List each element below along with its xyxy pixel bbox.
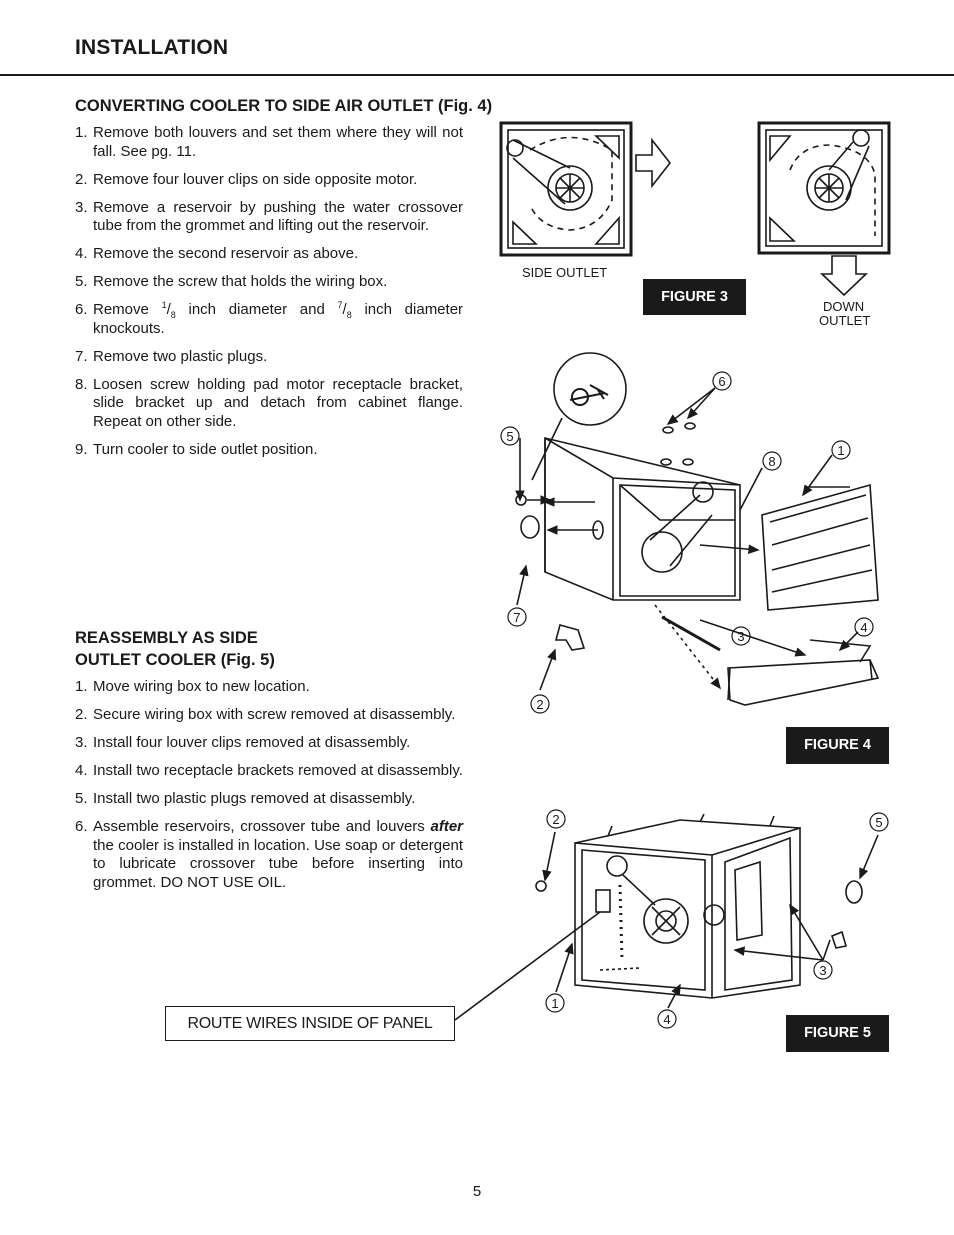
callout-2: 2 bbox=[552, 812, 559, 827]
step-text: Remove 1/8 inch diameter and 7/8 inch di… bbox=[93, 300, 464, 337]
side-outlet-label: SIDE OUTLET bbox=[522, 265, 607, 280]
step-number: 6. bbox=[75, 818, 88, 835]
callout-3: 3 bbox=[819, 963, 826, 978]
step-text: Secure wiring box with screw removed at … bbox=[93, 706, 456, 723]
step-number: 4. bbox=[75, 762, 88, 779]
step-number: 1. bbox=[75, 678, 88, 695]
step-number: 3. bbox=[75, 734, 88, 751]
list-item: 1. Move wiring box to new location. bbox=[75, 678, 463, 697]
emphasis-after: after bbox=[430, 818, 463, 835]
step-text: Install two plastic plugs removed at dis… bbox=[93, 790, 416, 807]
section2-steps: 1. Move wiring box to new location. 2. Sec… bbox=[75, 678, 463, 902]
step-number: 5. bbox=[75, 273, 88, 290]
step-number: 2. bbox=[75, 170, 88, 188]
step-text: Move wiring box to new location. bbox=[93, 678, 310, 695]
arrow-right-icon bbox=[635, 137, 672, 189]
callout-4: 4 bbox=[663, 1012, 670, 1027]
figure4-drawing bbox=[515, 352, 880, 706]
step-text-a: Assemble reservoirs, crossover tube and … bbox=[93, 818, 425, 835]
down-outlet-label-line1: DOWN bbox=[823, 299, 864, 314]
step-text: Remove both louvers and set them where t… bbox=[93, 124, 463, 160]
list-item: 4. Install two receptacle brackets remove… bbox=[75, 762, 463, 781]
callout-5: 5 bbox=[506, 429, 513, 444]
step-number: 1. bbox=[75, 124, 88, 141]
down-outlet-label-line2: OUTLET bbox=[819, 313, 870, 328]
page-title: INSTALLATION bbox=[75, 36, 229, 59]
route-wires-note: ROUTE WIRES INSIDE OF PANEL bbox=[165, 1006, 455, 1041]
step-text-b: inch diameter and bbox=[188, 301, 325, 318]
callout-3: 3 bbox=[737, 629, 744, 644]
step-number: 9. bbox=[75, 440, 88, 458]
list-item: 7. Remove two plastic plugs. bbox=[75, 348, 463, 367]
section1-steps: 1. Remove both louvers and set them where… bbox=[75, 124, 463, 469]
section1-heading: CONVERTING COOLER TO SIDE AIR OUTLET (Fi… bbox=[75, 97, 493, 115]
figure3-side-outlet-drawing bbox=[499, 121, 633, 257]
step-number: 2. bbox=[75, 706, 88, 723]
fraction-numerator: 1 bbox=[161, 300, 167, 310]
figure5-drawing bbox=[454, 813, 879, 1021]
list-item: 3. Install four louver clips removed at d… bbox=[75, 734, 463, 753]
step-number: 4. bbox=[75, 245, 88, 262]
callout-7: 7 bbox=[513, 610, 520, 625]
list-item: 2. Remove four louver clips on side oppos… bbox=[75, 171, 463, 190]
section2-heading: REASSEMBLY AS SIDE OUTLET COOLER (Fig. 5… bbox=[75, 627, 275, 671]
callout-8: 8 bbox=[768, 454, 775, 469]
callout-1: 1 bbox=[551, 996, 558, 1011]
section2-heading-line2: OUTLET COOLER (Fig. 5) bbox=[75, 651, 275, 669]
callout-5: 5 bbox=[875, 815, 882, 830]
figure4-label: FIGURE 4 bbox=[786, 727, 889, 764]
callout-1: 1 bbox=[837, 443, 844, 458]
step-number: 6. bbox=[75, 301, 88, 318]
figure5-callouts bbox=[545, 809, 889, 1029]
step-text-b: the cooler is installed in location. Use… bbox=[93, 836, 463, 891]
step-text: Remove the screw that holds the wiring b… bbox=[93, 273, 388, 290]
list-item: 6. Assemble reservoirs, crossover tube an… bbox=[75, 818, 463, 892]
step-number: 7. bbox=[75, 347, 88, 365]
list-item: 9. Turn cooler to side outlet position. bbox=[75, 441, 463, 460]
figure3-down-outlet-drawing bbox=[757, 121, 891, 255]
step-text: Remove the second reservoir as above. bbox=[93, 245, 359, 262]
step-text: Install two receptacle brackets removed … bbox=[93, 762, 463, 779]
step-text: Remove a reservoir by pushing the water … bbox=[93, 198, 463, 235]
title-rule bbox=[0, 74, 954, 76]
callout-4: 4 bbox=[860, 620, 867, 635]
arrow-down-icon bbox=[820, 255, 868, 297]
step-text: Assemble reservoirs, crossover tube and … bbox=[93, 818, 463, 891]
step-text: Loosen screw holding pad motor receptacl… bbox=[93, 375, 463, 430]
step-number: 3. bbox=[75, 198, 88, 216]
page-number: 5 bbox=[472, 1183, 482, 1200]
step-text: Turn cooler to side outlet position. bbox=[93, 440, 318, 458]
list-item: 5. Remove the screw that holds the wiring… bbox=[75, 273, 463, 292]
callout-6: 6 bbox=[718, 374, 725, 389]
figure5-label: FIGURE 5 bbox=[786, 1015, 889, 1052]
list-item: 5. Install two plastic plugs removed at d… bbox=[75, 790, 463, 809]
step-text: Remove two plastic plugs. bbox=[93, 347, 268, 365]
step-text-a: Remove bbox=[93, 301, 149, 318]
list-item: 4. Remove the second reservoir as above. bbox=[75, 245, 463, 264]
step-number: 5. bbox=[75, 790, 88, 807]
list-item: 2. Secure wiring box with screw removed a… bbox=[75, 706, 463, 725]
section2-heading-line1: REASSEMBLY AS SIDE bbox=[75, 629, 258, 647]
step-text: Remove four louver clips on side opposit… bbox=[93, 170, 418, 188]
list-item: 6. Remove 1/8 inch diameter and 7/8 inch … bbox=[75, 301, 463, 338]
figure4-callouts bbox=[500, 371, 874, 714]
fraction-denominator: 8 bbox=[346, 310, 352, 320]
figure3-label: FIGURE 3 bbox=[643, 279, 746, 315]
callout-2: 2 bbox=[536, 697, 543, 712]
list-item: 8. Loosen screw holding pad motor recepta… bbox=[75, 376, 463, 432]
step-text-c: inch diameter knockouts. bbox=[93, 301, 464, 337]
step-text: Install four louver clips removed at dis… bbox=[93, 734, 411, 751]
list-item: 1. Remove both louvers and set them where… bbox=[75, 124, 463, 161]
fraction-numerator: 7 bbox=[337, 300, 343, 310]
fraction-denominator: 8 bbox=[170, 310, 176, 320]
step-number: 8. bbox=[75, 375, 88, 393]
list-item: 3. Remove a reservoir by pushing the wate… bbox=[75, 199, 463, 236]
